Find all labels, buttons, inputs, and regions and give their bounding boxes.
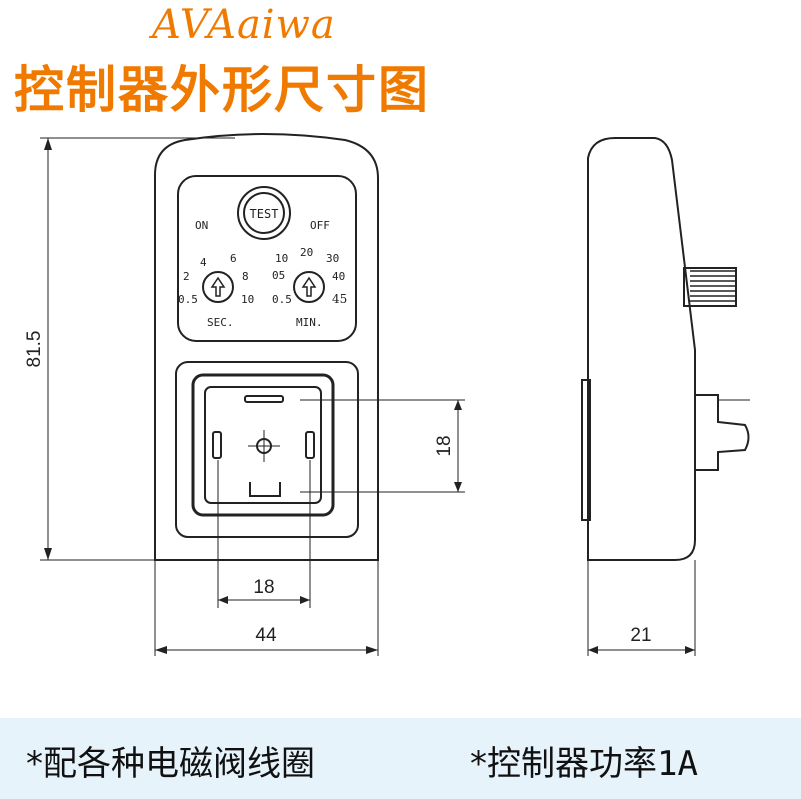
front-control-panel (177, 175, 357, 342)
off-label: OFF (310, 219, 330, 232)
pin-right (305, 431, 315, 459)
test-button-ring (237, 186, 291, 240)
min-dial (293, 271, 325, 303)
sec-dial-value: 6 (230, 252, 237, 265)
dim-total-width: 44 (255, 625, 277, 646)
brand-logo: AVAaiwa (152, 2, 336, 48)
sec-dial-value: 0.5 (178, 293, 198, 306)
min-dial-value: 10 (275, 252, 288, 265)
min-label: MIN. (296, 316, 323, 329)
footer-banner: *配各种电磁阀线圈 *控制器功率1A (0, 718, 801, 799)
side-housing-outline (587, 137, 696, 561)
test-label: TEST (250, 207, 279, 221)
dim-connector-width: 18 (253, 577, 274, 598)
on-label: ON (195, 219, 208, 232)
note-power-label: *控制器功率 (470, 744, 657, 784)
dim-height: 81.5 (24, 331, 45, 368)
connector-socket-outer (191, 373, 335, 517)
dim-side-depth: 21 (630, 625, 651, 646)
pin-left (212, 431, 222, 459)
sec-dial-value: 10 (241, 293, 254, 306)
min-dial-value: 40 (332, 270, 345, 283)
note-coil-compatibility: *配各种电磁阀线圈 (26, 744, 315, 784)
sec-dial-value: 4 (200, 256, 207, 269)
side-mount-plate (581, 379, 591, 521)
terminal-pin (695, 394, 750, 471)
note-power-value: 1A (657, 744, 698, 784)
knurled-knob (683, 267, 737, 307)
min-dial-value: 30 (326, 252, 339, 265)
min-dial-value: 20 (300, 246, 313, 259)
test-button (243, 192, 285, 234)
pin-top (244, 395, 284, 403)
note-controller-power: *控制器功率1A (470, 736, 698, 785)
connector-socket-inner (204, 386, 322, 504)
min-dial-value: 05 (272, 269, 285, 282)
sec-dial (202, 271, 234, 303)
min-dial-value: 0.5 (272, 293, 292, 306)
page-title: 控制器外形尺寸图 (14, 61, 430, 119)
sec-dial-value: 2 (183, 270, 190, 283)
pin-bottom (249, 482, 281, 497)
sec-dial-value: 8 (242, 270, 249, 283)
sec-label: SEC. (207, 316, 234, 329)
dim-connector-height: 18 (434, 435, 455, 456)
connector-recess-outer (175, 361, 359, 538)
extra-label: 45 (332, 292, 347, 306)
front-housing-outline (154, 133, 379, 561)
